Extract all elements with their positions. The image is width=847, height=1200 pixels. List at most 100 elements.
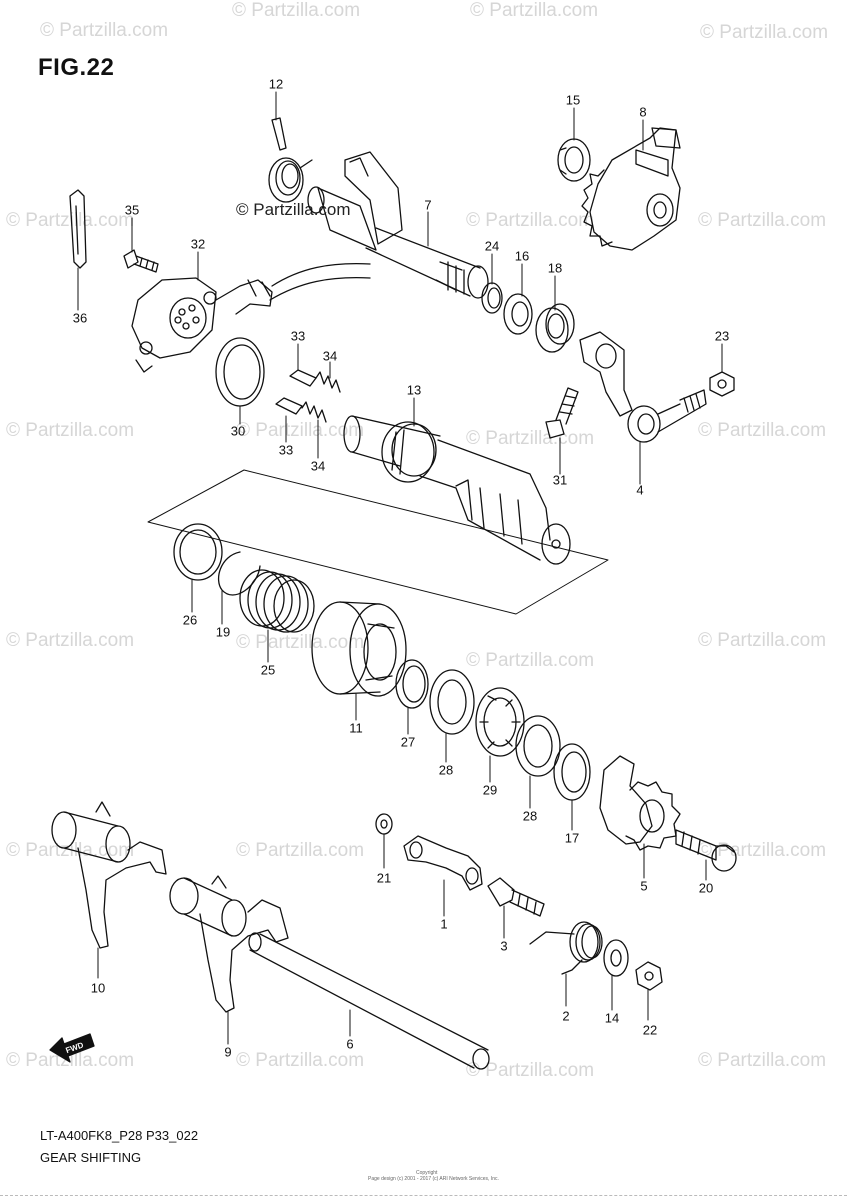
callout-22[interactable]: 22 xyxy=(642,1022,658,1038)
circlip-part-19[interactable] xyxy=(217,551,261,596)
gearshift-shaft-part-7[interactable] xyxy=(307,151,489,299)
figure-title: FIG.22 xyxy=(38,54,115,81)
bottom-divider xyxy=(0,1195,847,1196)
callout-8[interactable]: 8 xyxy=(639,104,647,120)
circlip-part-24[interactable] xyxy=(481,282,503,314)
forward-direction-arrow-icon: FWD xyxy=(49,1033,95,1063)
callout-33-lower[interactable]: 33 xyxy=(278,442,294,458)
callout-30[interactable]: 30 xyxy=(230,423,246,439)
callout-4[interactable]: 4 xyxy=(636,482,644,498)
callout-36[interactable]: 36 xyxy=(72,310,88,326)
bearing-part-29[interactable] xyxy=(475,687,525,757)
washer-part-16[interactable] xyxy=(503,293,533,335)
callout-3[interactable]: 3 xyxy=(500,938,508,954)
callout-16[interactable]: 16 xyxy=(514,248,530,264)
washer-part-17[interactable] xyxy=(553,743,591,801)
spring-part-25[interactable] xyxy=(239,569,315,633)
bolt-part-31[interactable] xyxy=(545,387,579,439)
callout-20[interactable]: 20 xyxy=(698,880,714,896)
circlip-part-27[interactable] xyxy=(395,659,429,709)
clamp-part-36[interactable] xyxy=(69,189,87,269)
callout-26[interactable]: 26 xyxy=(182,612,198,628)
callout-24[interactable]: 24 xyxy=(484,238,500,254)
return-spring-part-12[interactable] xyxy=(268,117,313,203)
gear-position-switch-part-32[interactable] xyxy=(131,263,371,373)
nut-part-22[interactable] xyxy=(635,961,663,991)
watermark: © Partzilla.com xyxy=(466,210,595,231)
watermark: © Partzilla.com xyxy=(6,630,135,651)
callout-15[interactable]: 15 xyxy=(565,92,581,108)
copyright-line-1: Copyright xyxy=(416,1170,438,1176)
callout-21[interactable]: 21 xyxy=(376,870,392,886)
callout-35[interactable]: 35 xyxy=(124,202,140,218)
spring-part-34a[interactable] xyxy=(315,371,341,393)
watermark: © Partzilla.com xyxy=(466,1060,595,1081)
circlip-part-26[interactable] xyxy=(173,523,223,581)
watermark: © Partzilla.com xyxy=(698,840,827,861)
callout-6[interactable]: 6 xyxy=(346,1036,354,1052)
stopper-plate-part-8[interactable] xyxy=(581,127,681,251)
gearshift-pawl-lifter-part-1[interactable] xyxy=(403,835,483,891)
washer-part-28a[interactable] xyxy=(429,669,475,735)
gearshift-cam-driven-gear-part-5[interactable] xyxy=(599,755,681,851)
gearshift-fork-part-9[interactable] xyxy=(169,875,289,1013)
callout-33-upper[interactable]: 33 xyxy=(290,328,306,344)
gearshift-arm-part-4[interactable] xyxy=(579,331,707,443)
copyright-line-2: Page design (c) 2001 - 2017 (c) ARI Netw… xyxy=(368,1176,499,1182)
nut-part-23[interactable] xyxy=(709,371,735,397)
gearshift-fork-shaft-part-6[interactable] xyxy=(248,932,490,1070)
gearshift-drum-part-11[interactable] xyxy=(311,601,407,697)
oil-seal-part-15[interactable] xyxy=(557,138,591,182)
watermark: © Partzilla.com xyxy=(236,840,365,861)
washer-part-14[interactable] xyxy=(603,939,629,977)
callout-10[interactable]: 10 xyxy=(90,980,106,996)
callout-32[interactable]: 32 xyxy=(190,236,206,252)
callout-17[interactable]: 17 xyxy=(564,830,580,846)
callout-11[interactable]: 11 xyxy=(349,720,363,736)
gear-position-pin-part-33a[interactable] xyxy=(289,369,317,387)
callout-1[interactable]: 1 xyxy=(440,916,448,932)
gearshift-pawl-part-3[interactable] xyxy=(487,877,545,917)
oil-seal-part-18[interactable] xyxy=(535,303,575,353)
callout-5[interactable]: 5 xyxy=(640,878,648,894)
callout-18[interactable]: 18 xyxy=(547,260,563,276)
bolt-part-20[interactable] xyxy=(675,829,737,872)
brand-label: © Partzilla.com xyxy=(236,200,351,219)
bolt-part-35[interactable] xyxy=(123,249,159,273)
watermark: © Partzilla.com xyxy=(6,840,135,861)
watermark: © Partzilla.com xyxy=(236,420,365,441)
o-ring-part-30[interactable] xyxy=(215,337,265,407)
callout-34-lower[interactable]: 34 xyxy=(310,458,326,474)
watermark: © Partzilla.com xyxy=(466,650,595,671)
gear-position-pin-part-33b[interactable] xyxy=(275,397,303,415)
callout-34-upper[interactable]: 34 xyxy=(322,348,338,364)
spring-part-34b[interactable] xyxy=(301,401,327,423)
copyright-notice: Copyright Page design (c) 2001 - 2017 (c… xyxy=(368,1170,499,1182)
callout-25[interactable]: 25 xyxy=(260,662,276,678)
watermark: © Partzilla.com xyxy=(700,22,829,43)
washer-part-21[interactable] xyxy=(375,813,393,835)
assembly-frame xyxy=(147,469,609,615)
leader-lines xyxy=(77,91,723,1045)
callout-12[interactable]: 12 xyxy=(268,76,284,92)
callout-27[interactable]: 27 xyxy=(400,734,416,750)
watermark: © Partzilla.com xyxy=(40,20,169,41)
callout-14[interactable]: 14 xyxy=(604,1010,620,1026)
gearshift-cam-part-13[interactable] xyxy=(343,415,571,565)
callout-29[interactable]: 29 xyxy=(482,782,498,798)
callout-28-left[interactable]: 28 xyxy=(438,762,454,778)
pawl-spring-part-2[interactable] xyxy=(529,921,603,975)
callout-13[interactable]: 13 xyxy=(406,382,422,398)
watermark: © Partzilla.com xyxy=(698,210,827,231)
section-name: GEAR SHIFTING xyxy=(40,1150,142,1165)
callout-23[interactable]: 23 xyxy=(714,328,730,344)
callout-7[interactable]: 7 xyxy=(424,197,432,213)
callout-28-right[interactable]: 28 xyxy=(522,808,538,824)
callout-2[interactable]: 2 xyxy=(562,1008,570,1024)
gearshift-fork-part-10[interactable] xyxy=(51,801,167,949)
washer-part-28b[interactable] xyxy=(515,715,561,777)
callout-9[interactable]: 9 xyxy=(224,1044,232,1060)
callout-19[interactable]: 19 xyxy=(215,624,231,640)
callout-31[interactable]: 31 xyxy=(552,472,568,488)
